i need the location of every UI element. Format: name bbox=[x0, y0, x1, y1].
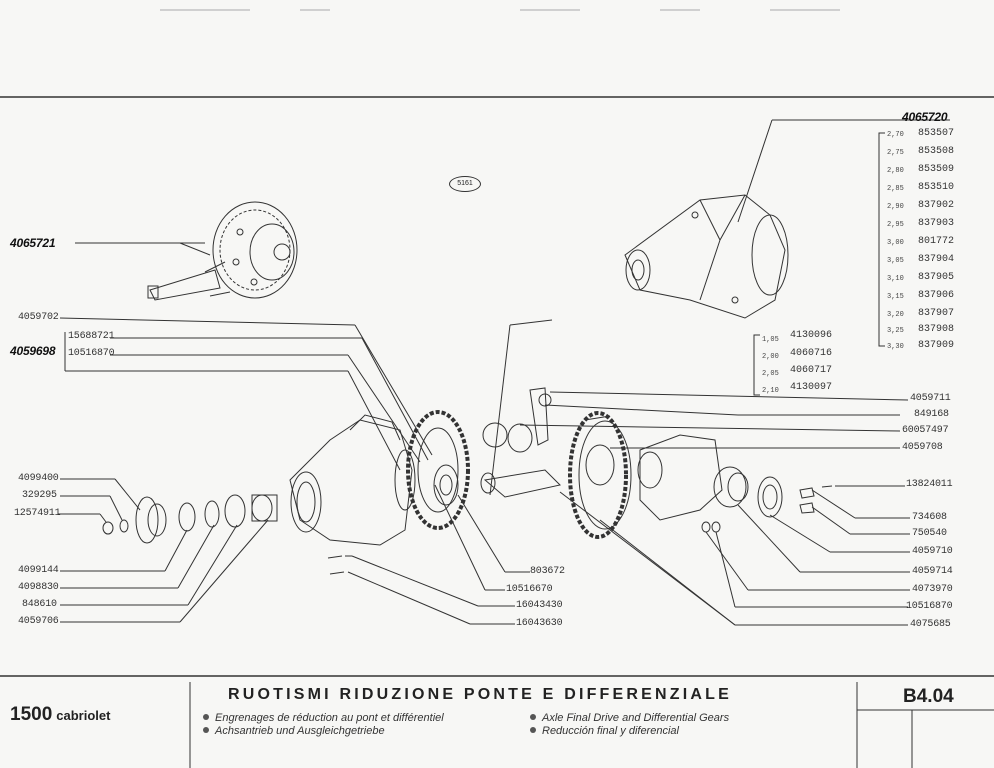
right-housing-assembly bbox=[624, 194, 789, 319]
ratio-label: 3,00 bbox=[887, 239, 904, 247]
part-label[interactable]: 4059710 bbox=[912, 546, 953, 557]
ratio-code[interactable]: 4130096 bbox=[790, 330, 833, 341]
ratio-code[interactable]: 853508 bbox=[918, 146, 955, 157]
part-label[interactable]: 10516670 bbox=[506, 584, 553, 595]
part-label[interactable]: 329295 bbox=[22, 490, 57, 501]
part-label[interactable]: 13824011 bbox=[906, 479, 953, 490]
model-number: 1500 bbox=[10, 704, 53, 725]
ratio-code[interactable]: 4130097 bbox=[790, 382, 833, 393]
part-label[interactable]: 4098830 bbox=[18, 582, 59, 593]
ratio-label: 2,70 bbox=[887, 131, 904, 139]
ratio-code[interactable]: 4060717 bbox=[790, 365, 833, 376]
bullet-icon bbox=[203, 714, 209, 720]
part-label[interactable]: 10516870 bbox=[906, 601, 953, 612]
part-label[interactable]: 4059706 bbox=[18, 616, 59, 627]
translation-text: Achsantrieb und Ausgleichgetriebe bbox=[215, 725, 385, 737]
part-label[interactable]: 16043630 bbox=[516, 618, 563, 629]
part-label[interactable]: 4059698 bbox=[10, 344, 56, 358]
ratio-code[interactable]: 837904 bbox=[918, 254, 955, 265]
translation-de: Achsantrieb und Ausgleichgetriebe bbox=[203, 725, 385, 737]
ratio-label: 2,05 bbox=[762, 370, 779, 378]
part-label[interactable]: 16043430 bbox=[516, 600, 563, 611]
ratio-label: 2,90 bbox=[887, 203, 904, 211]
model-variant: cabriolet bbox=[56, 708, 111, 723]
ratio-label: 1,05 bbox=[762, 336, 779, 344]
part-label[interactable]: 4075685 bbox=[910, 619, 951, 630]
bullet-icon bbox=[203, 727, 209, 733]
bullet-icon bbox=[530, 727, 536, 733]
right-assembly-code[interactable]: 4065720 bbox=[902, 110, 948, 124]
translation-es: Reducción final y diferencial bbox=[530, 725, 679, 737]
translation-text: Engrenages de réduction au pont et diffé… bbox=[215, 712, 444, 724]
translation-text: Reducción final y diferencial bbox=[542, 725, 679, 737]
part-label[interactable]: 60057497 bbox=[902, 425, 949, 436]
part-label[interactable]: 750540 bbox=[912, 528, 947, 539]
ratio-label: 3,30 bbox=[887, 343, 904, 351]
translation-fr: Engrenages de réduction au pont et diffé… bbox=[203, 712, 444, 724]
ratio-code[interactable]: 4060716 bbox=[790, 348, 833, 359]
ratio-code[interactable]: 853509 bbox=[918, 164, 955, 175]
translation-text: Axle Final Drive and Differential Gears bbox=[542, 712, 730, 724]
ratio-label: 2,85 bbox=[887, 185, 904, 193]
part-label[interactable]: 4059708 bbox=[902, 442, 943, 453]
central-axle-housing bbox=[289, 414, 416, 546]
bullet-icon bbox=[530, 714, 536, 720]
ratio-code[interactable]: 801772 bbox=[918, 236, 955, 247]
part-label[interactable]: 4059711 bbox=[910, 393, 951, 404]
ratio-label: 3,20 bbox=[887, 311, 904, 319]
part-label[interactable]: 10516870 bbox=[68, 348, 115, 359]
ratio-label: 2,00 bbox=[762, 353, 779, 361]
translation-en: Axle Final Drive and Differential Gears bbox=[530, 712, 729, 724]
part-label[interactable]: 4059702 bbox=[18, 312, 59, 323]
page-title: RUOTISMI RIDUZIONE PONTE E DIFFERENZIALE bbox=[228, 686, 733, 703]
part-label[interactable]: 4059714 bbox=[912, 566, 953, 577]
part-label[interactable]: 12574911 bbox=[14, 508, 61, 519]
part-label[interactable]: 4099144 bbox=[18, 565, 59, 576]
ratio-label: 3,10 bbox=[887, 275, 904, 283]
ratio-code[interactable]: 837908 bbox=[918, 324, 955, 335]
left-assembly-code[interactable]: 4065721 bbox=[10, 236, 56, 250]
ratio-code[interactable]: 837905 bbox=[918, 272, 955, 283]
part-label[interactable]: 4073970 bbox=[912, 584, 953, 595]
part-label[interactable]: 15688721 bbox=[68, 331, 115, 342]
ratio-label: 3,25 bbox=[887, 327, 904, 335]
ratio-label: 2,95 bbox=[887, 221, 904, 229]
ratio-code[interactable]: 837903 bbox=[918, 218, 955, 229]
ratio-code[interactable]: 837902 bbox=[918, 200, 955, 211]
page-code: B4.04 bbox=[903, 686, 954, 707]
left-differential-assembly bbox=[147, 201, 298, 301]
part-label[interactable]: 803672 bbox=[530, 566, 565, 577]
ratio-code[interactable]: 837906 bbox=[918, 290, 955, 301]
ratio-label: 3,15 bbox=[887, 293, 904, 301]
ratio-label: 3,05 bbox=[887, 257, 904, 265]
ratio-label: 2,10 bbox=[762, 387, 779, 395]
ratio-code[interactable]: 853510 bbox=[918, 182, 955, 193]
ratio-code[interactable]: 837907 bbox=[918, 308, 955, 319]
part-label[interactable]: 848610 bbox=[22, 599, 57, 610]
ratio-code[interactable]: 837909 bbox=[918, 340, 955, 351]
ratio-code[interactable]: 853507 bbox=[918, 128, 955, 139]
part-label[interactable]: 849168 bbox=[914, 409, 949, 420]
plate-badge: 5161 bbox=[449, 176, 481, 192]
part-label[interactable]: 734608 bbox=[912, 512, 947, 523]
ratio-label: 2,75 bbox=[887, 149, 904, 157]
part-label[interactable]: 4099400 bbox=[18, 473, 59, 484]
ratio-label: 2,80 bbox=[887, 167, 904, 175]
